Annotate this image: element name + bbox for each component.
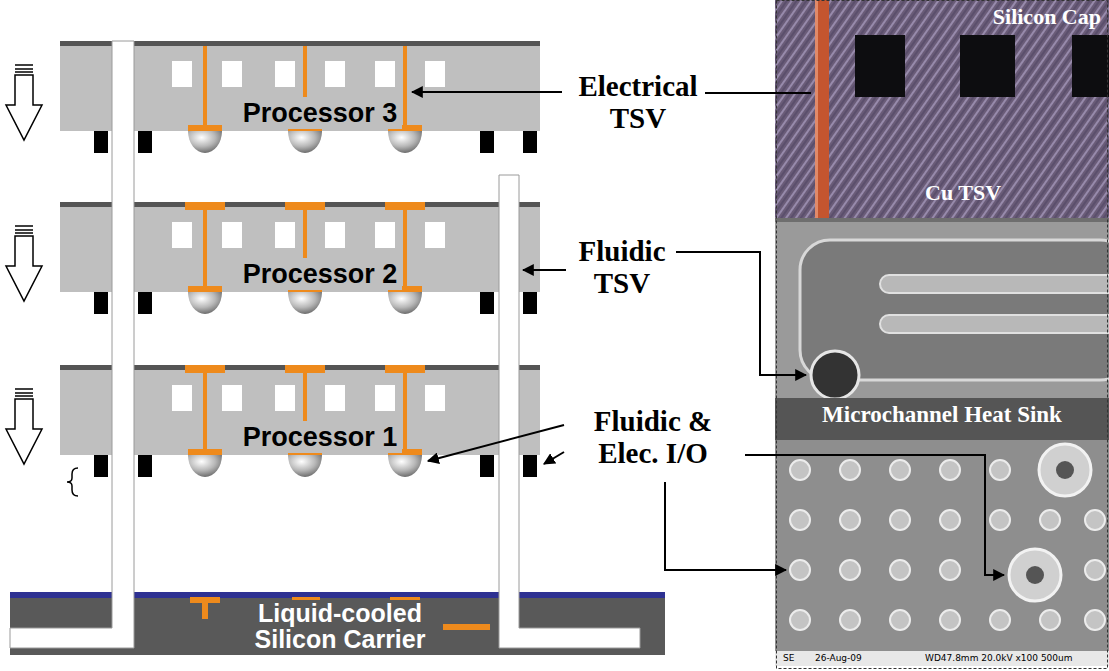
solder-bump — [1085, 560, 1105, 580]
photo-heat-sink: Microchannel Heat Sink — [775, 218, 1109, 440]
solder-bump — [840, 610, 860, 630]
stack-arrow — [6, 65, 42, 140]
solder-bump — [1085, 510, 1105, 530]
leader-arrow — [523, 269, 566, 271]
solder-bump — [890, 560, 910, 580]
solder-bump — [840, 560, 860, 580]
copper-tsv — [815, 0, 829, 218]
solder-bump — [990, 460, 1010, 480]
solder-bump — [990, 510, 1010, 530]
channel-fin — [880, 275, 1109, 293]
fluidic-port — [811, 351, 859, 399]
leader-arrow — [412, 91, 562, 93]
solder-bump — [790, 510, 810, 530]
top-pads — [185, 365, 425, 373]
processor-die: Processor 3 — [60, 41, 540, 131]
solder-bump — [790, 610, 810, 630]
leader-line — [705, 92, 811, 94]
solder-bump — [1040, 610, 1060, 630]
channel-fin — [880, 315, 1109, 333]
channel-hole — [960, 35, 1015, 97]
stack-arrow — [6, 389, 42, 464]
photo-cross-section — [775, 0, 1109, 218]
photo-caption: Silicon Cap — [993, 4, 1101, 30]
die-label: Processor 3 — [238, 97, 403, 129]
fluidic-tsv — [10, 41, 134, 648]
channel-hole — [855, 35, 905, 97]
die-label: Processor 2 — [238, 258, 403, 290]
carrier-label: Liquid-cooled Silicon Carrier — [238, 600, 443, 652]
sem-info: SE — [783, 652, 794, 664]
solder-bump — [940, 610, 960, 630]
fluidic-ring — [1039, 444, 1091, 496]
leader-arrow — [544, 452, 564, 464]
processor-die: Processor 1 — [60, 365, 540, 455]
photo-io: SE 26-Aug-09 WD47.8mm 20.0kV x100 500um — [775, 440, 1109, 666]
fluidic-ring-hole — [1026, 566, 1044, 584]
leader-arrow — [676, 252, 806, 375]
processor-die: Processor 2 — [60, 202, 540, 292]
leader-arrow — [428, 425, 564, 461]
silicon-carrier: Liquid-cooled Silicon Carrier — [10, 592, 665, 655]
leader-arrow — [745, 455, 1004, 575]
sem-info-bar — [775, 651, 1109, 666]
fluidic-ring-hole — [1056, 461, 1074, 479]
stack-arrow — [6, 226, 42, 301]
copper-tsv-edge — [815, 0, 818, 218]
solder-bump — [790, 560, 810, 580]
solder-bump — [940, 510, 960, 530]
bracket — [67, 468, 78, 496]
solder-bump — [940, 560, 960, 580]
solder-bump — [840, 460, 860, 480]
solder-bump — [940, 460, 960, 480]
sem-info: WD47.8mm 20.0kV x100 500um — [925, 652, 1073, 664]
photo-tsv: Silicon Cap Cu TSV — [775, 0, 1109, 218]
top-pads — [185, 202, 425, 210]
solder-bump — [1085, 610, 1105, 630]
photo-panel-border — [777, 1, 1108, 669]
solder-bump — [990, 610, 1010, 630]
photo-sem — [775, 440, 1109, 666]
die-label: Processor 1 — [238, 421, 403, 453]
callout-label: Fluidic TSV — [572, 235, 672, 299]
solder-bump — [890, 510, 910, 530]
solder-bump — [1040, 510, 1060, 530]
photo-caption: Cu TSV — [925, 180, 1001, 206]
sem-info: 26-Aug-09 — [815, 652, 862, 664]
fluidic-ring — [1009, 549, 1061, 601]
photo-caption: Microchannel Heat Sink — [822, 402, 1062, 428]
carrier-via — [202, 597, 208, 619]
solder-bump — [790, 460, 810, 480]
solder-bump — [890, 460, 910, 480]
sem-shadow — [775, 398, 1109, 440]
solder-bump — [890, 610, 910, 630]
callout-label: Fluidic & Elec. I/O — [568, 405, 738, 469]
leader-arrow — [665, 482, 786, 570]
solder-bump — [840, 510, 860, 530]
carrier-wiring-layer — [10, 592, 665, 598]
channel-hole — [1072, 35, 1109, 97]
callout-label: Electrical TSV — [568, 70, 708, 134]
